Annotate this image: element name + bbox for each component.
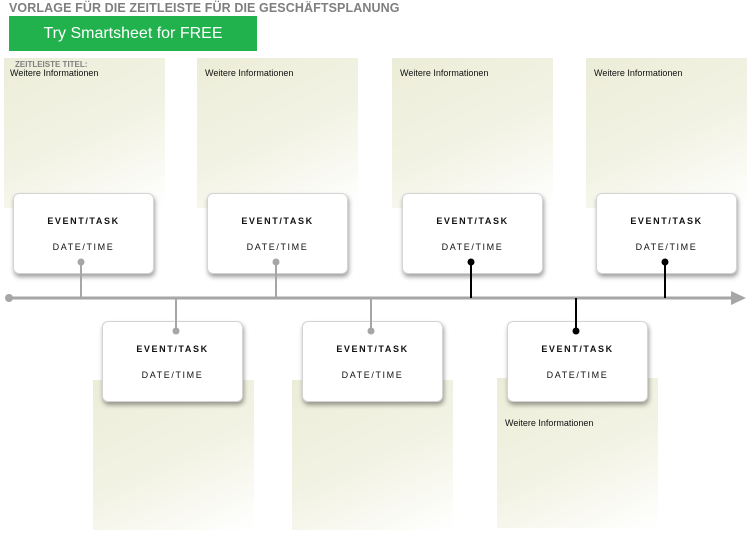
top-event-card-2[interactable]: EVENT/TASK DATE/TIME (207, 193, 348, 274)
bottom-event-card-3[interactable]: EVENT/TASK DATE/TIME (507, 321, 648, 402)
timeline-arrowhead (731, 291, 746, 305)
bottom-note-3: Weitere Informationen (497, 378, 658, 528)
date-time-label: DATE/TIME (52, 242, 115, 252)
bottom-event-card-2[interactable]: EVENT/TASK DATE/TIME (302, 321, 443, 402)
note-text: Weitere Informationen (400, 68, 489, 78)
top-note-3: Weitere Informationen (392, 58, 553, 208)
top-note-1: Weitere Informationen (4, 58, 165, 208)
date-time-label: DATE/TIME (141, 370, 204, 380)
top-note-4: Weitere Informationen (586, 58, 747, 208)
top-note-2: Weitere Informationen (197, 58, 358, 208)
note-text: Weitere Informationen (205, 68, 294, 78)
date-time-label: DATE/TIME (635, 242, 698, 252)
page-title: VORLAGE FÜR DIE ZEITLEISTE FÜR DIE GESCH… (9, 1, 400, 15)
timeline-title-label: ZEITLEISTE TITEL: (15, 60, 88, 69)
top-event-card-1[interactable]: EVENT/TASK DATE/TIME (13, 193, 154, 274)
event-task-label: EVENT/TASK (541, 344, 614, 354)
top-event-card-3[interactable]: EVENT/TASK DATE/TIME (402, 193, 543, 274)
event-task-label: EVENT/TASK (436, 216, 509, 226)
event-task-label: EVENT/TASK (630, 216, 703, 226)
date-time-label: DATE/TIME (441, 242, 504, 252)
bottom-note-2 (292, 380, 453, 530)
note-text: Weitere Informationen (505, 418, 594, 428)
note-text: Weitere Informationen (10, 68, 99, 78)
event-task-label: EVENT/TASK (336, 344, 409, 354)
try-smartsheet-button[interactable]: Try Smartsheet for FREE (9, 16, 257, 51)
date-time-label: DATE/TIME (341, 370, 404, 380)
date-time-label: DATE/TIME (546, 370, 609, 380)
event-task-label: EVENT/TASK (47, 216, 120, 226)
date-time-label: DATE/TIME (246, 242, 309, 252)
note-text: Weitere Informationen (594, 68, 683, 78)
bottom-event-card-1[interactable]: EVENT/TASK DATE/TIME (102, 321, 243, 402)
bottom-note-1 (93, 380, 254, 530)
event-task-label: EVENT/TASK (241, 216, 314, 226)
top-event-card-4[interactable]: EVENT/TASK DATE/TIME (596, 193, 737, 274)
event-task-label: EVENT/TASK (136, 344, 209, 354)
timeline-start-dot (5, 294, 13, 302)
